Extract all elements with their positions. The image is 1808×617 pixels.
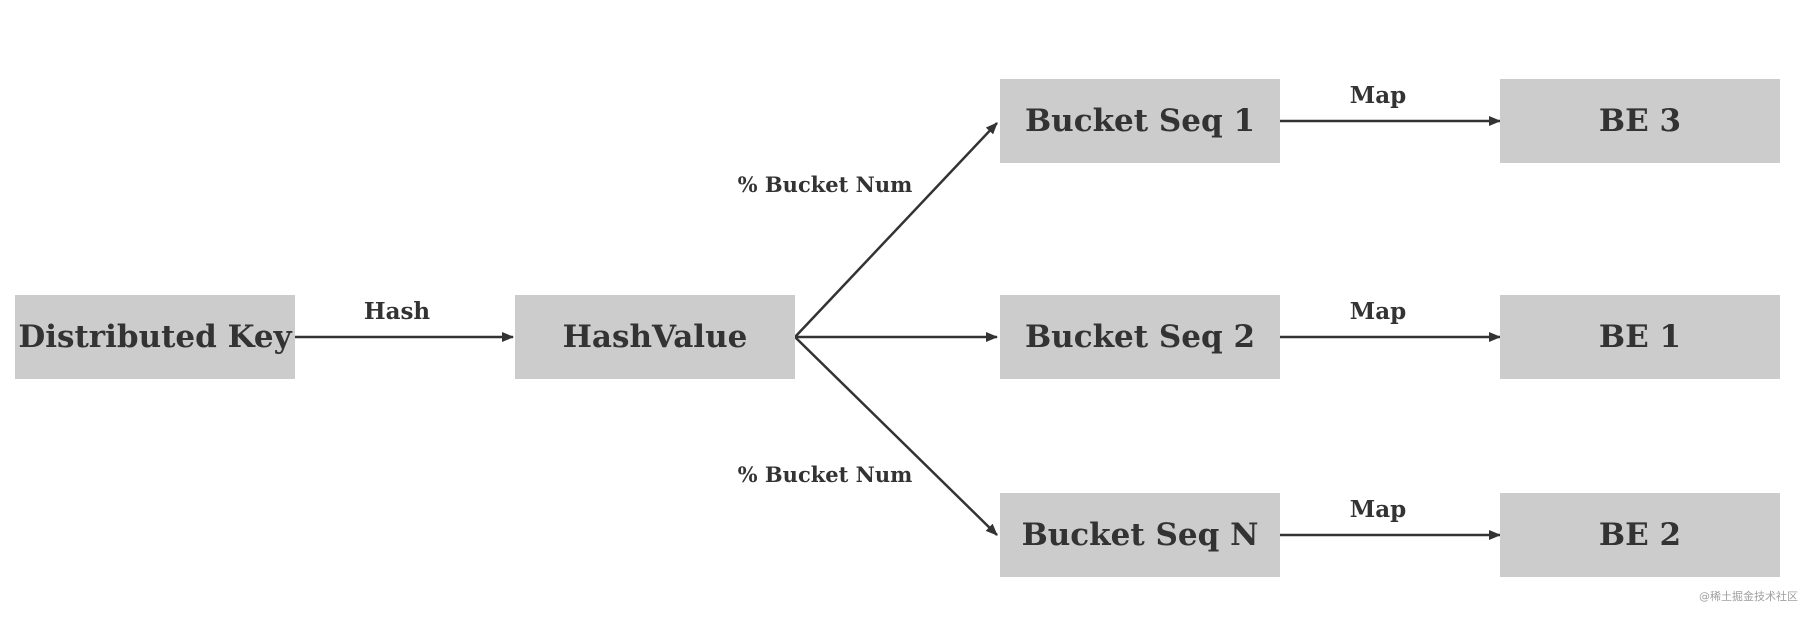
edge-label-map-1: Map: [1349, 82, 1407, 109]
node-bucket-seq-1: Bucket Seq 1: [1000, 79, 1280, 163]
edge-to-bucket-seq-1: [794, 122, 998, 338]
node-hash-value: HashValue: [515, 295, 795, 379]
edge-label-map-2: Map: [1349, 298, 1407, 325]
node-be-3: BE 3: [1500, 79, 1780, 163]
edge-label-hash: Hash: [363, 298, 431, 325]
node-be-1: BE 1: [1500, 295, 1780, 379]
edge-label-bucket-num-bottom: % Bucket Num: [737, 462, 913, 487]
watermark: @稀土掘金技术社区: [1699, 590, 1798, 603]
edge-label-map-n: Map: [1349, 496, 1407, 523]
node-be-2: BE 2: [1500, 493, 1780, 577]
node-bucket-seq-n: Bucket Seq N: [1000, 493, 1280, 577]
edge-to-bucket-seq-n: [794, 336, 998, 536]
edge-label-bucket-num-top: % Bucket Num: [737, 172, 913, 197]
node-distributed-key: Distributed Key: [15, 295, 295, 379]
node-bucket-seq-2: Bucket Seq 2: [1000, 295, 1280, 379]
